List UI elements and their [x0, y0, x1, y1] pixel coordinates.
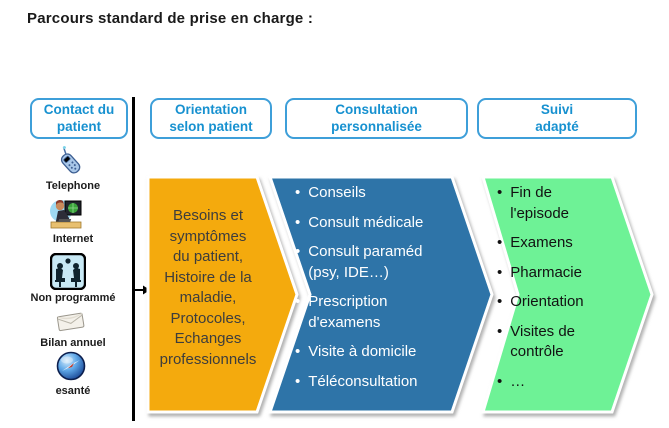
letter-icon [56, 312, 85, 332]
stage-orientation-chevron [146, 175, 299, 414]
channel-label-esante: esanté [55, 385, 91, 397]
bullet-item: … [497, 372, 649, 393]
page-title: Parcours standard de prise en charge : [27, 10, 314, 27]
header-suivi-adapte: Suivi adapté [477, 98, 637, 139]
bullet-item: Consult médicale [295, 213, 465, 234]
channel-label-telephone: Telephone [45, 180, 101, 192]
internet-icon [50, 200, 82, 229]
header-orientation-selon-patient: Orientation selon patient [150, 98, 272, 139]
channel-label-bilan-annuel: Bilan annuel [40, 337, 106, 349]
channel-label-non-programme: Non programmé [30, 292, 116, 304]
vertical-separator-line [132, 97, 135, 421]
bullet-item: Orientation [497, 292, 649, 313]
bullet-item: Conseils [295, 183, 465, 204]
telephone-icon [60, 146, 81, 174]
header-contact-du-patient: Contact du patient [30, 98, 128, 139]
bullet-item: Examens [497, 233, 649, 254]
bullet-item: Fin de l'episode [497, 183, 649, 224]
esante-compass-icon [56, 351, 86, 381]
channel-label-internet: Internet [52, 233, 94, 245]
bullet-item: Visite à domicile [295, 342, 465, 363]
consultation-bullet-list: ConseilsConsult médicaleConsult paraméd … [295, 183, 465, 401]
waiting-patients-icon [50, 253, 86, 290]
bullet-item: Prescription d'examens [295, 292, 465, 333]
bullet-item: Consult paraméd (psy, IDE…) [295, 242, 465, 283]
bullet-item: Téléconsultation [295, 372, 465, 393]
suivi-bullet-list: Fin de l'episodeExamensPharmacieOrientat… [497, 183, 649, 401]
header-consultation-personnalisee: Consultation personnalisée [285, 98, 468, 139]
orientation-stage-text: Besoins et symptômes du patient, Histoir… [159, 207, 257, 368]
bullet-item: Visites de contrôle [497, 322, 649, 363]
bullet-item: Pharmacie [497, 263, 649, 284]
